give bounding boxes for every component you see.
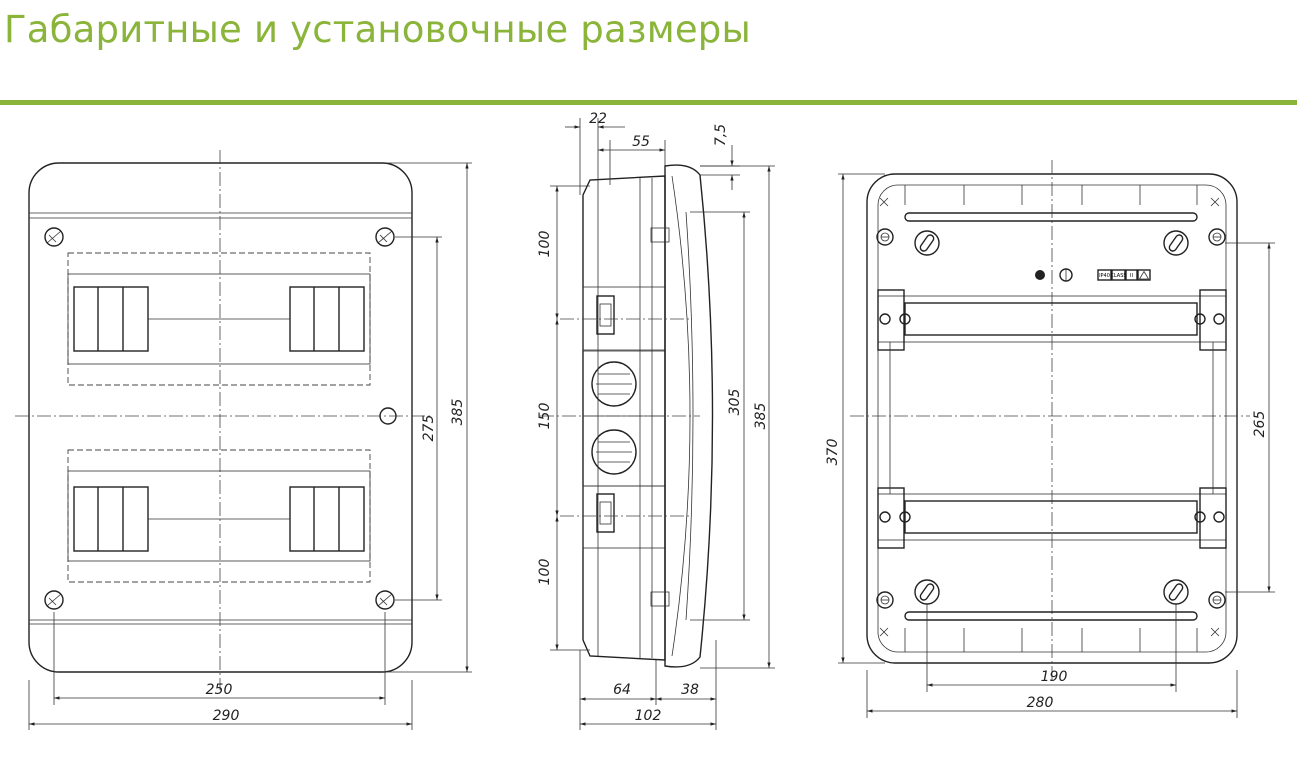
cable-entry-icon bbox=[591, 429, 637, 475]
class-badge: CLASS bbox=[1110, 273, 1126, 279]
marking-symbols: IP40 CLASS II bbox=[1035, 268, 1151, 282]
side-dim-38: 38 bbox=[681, 682, 699, 698]
mount-hole-icon bbox=[876, 591, 894, 609]
side-dim-102: 102 bbox=[635, 708, 662, 724]
mount-hole-icon bbox=[876, 228, 894, 246]
back-dim-370: 370 bbox=[825, 439, 841, 466]
front-dim-275: 275 bbox=[421, 415, 437, 442]
side-dim-64: 64 bbox=[613, 682, 631, 698]
side-dim-100-upper: 100 bbox=[537, 231, 553, 258]
lower-module-window bbox=[67, 449, 371, 583]
page-title: Габаритные и установочные размеры bbox=[4, 8, 751, 51]
side-dim-55: 55 bbox=[632, 134, 650, 150]
side-dim-385: 385 bbox=[753, 403, 769, 430]
back-dim-265: 265 bbox=[1252, 411, 1268, 438]
side-dim-22: 22 bbox=[589, 111, 607, 127]
side-dim-305: 305 bbox=[727, 389, 743, 416]
ip-badge: IP40 bbox=[1099, 273, 1110, 279]
keyhole-icon bbox=[914, 230, 940, 256]
lock-icon bbox=[379, 407, 397, 425]
warning-triangle-icon bbox=[1138, 270, 1150, 280]
side-dim-100-lower: 100 bbox=[537, 559, 553, 586]
back-view: IP40 CLASS II 370 265 190 280 bbox=[825, 160, 1275, 718]
mount-hole-icon bbox=[1208, 228, 1226, 246]
front-dim-290: 290 bbox=[213, 708, 240, 724]
side-view: 22 55 7,5 100 150 100 305 385 64 38 bbox=[537, 111, 775, 730]
keyhole-icon bbox=[1163, 230, 1189, 256]
front-body-outline bbox=[28, 162, 413, 673]
cable-entry-icon bbox=[591, 361, 637, 407]
mount-hole-icon bbox=[1208, 591, 1226, 609]
side-dim-7-5: 7,5 bbox=[713, 124, 729, 146]
keyhole-icon bbox=[1163, 579, 1189, 605]
gear-icon bbox=[1035, 270, 1045, 280]
upper-module-window bbox=[67, 252, 371, 386]
front-view: 250 290 275 385 bbox=[15, 150, 472, 730]
title-divider bbox=[0, 100, 1297, 105]
screw-icon bbox=[375, 590, 395, 610]
screw-icon bbox=[375, 227, 395, 247]
keyhole-icon bbox=[914, 579, 940, 605]
back-dim-280: 280 bbox=[1027, 695, 1054, 711]
side-dim-150: 150 bbox=[537, 403, 553, 430]
front-dim-250: 250 bbox=[206, 682, 233, 698]
front-dim-385: 385 bbox=[450, 399, 466, 426]
side-cover bbox=[664, 164, 714, 668]
screw-icon bbox=[44, 590, 64, 610]
screw-icon bbox=[44, 227, 64, 247]
class-number-badge: II bbox=[1130, 273, 1133, 279]
back-dim-190: 190 bbox=[1041, 669, 1068, 685]
